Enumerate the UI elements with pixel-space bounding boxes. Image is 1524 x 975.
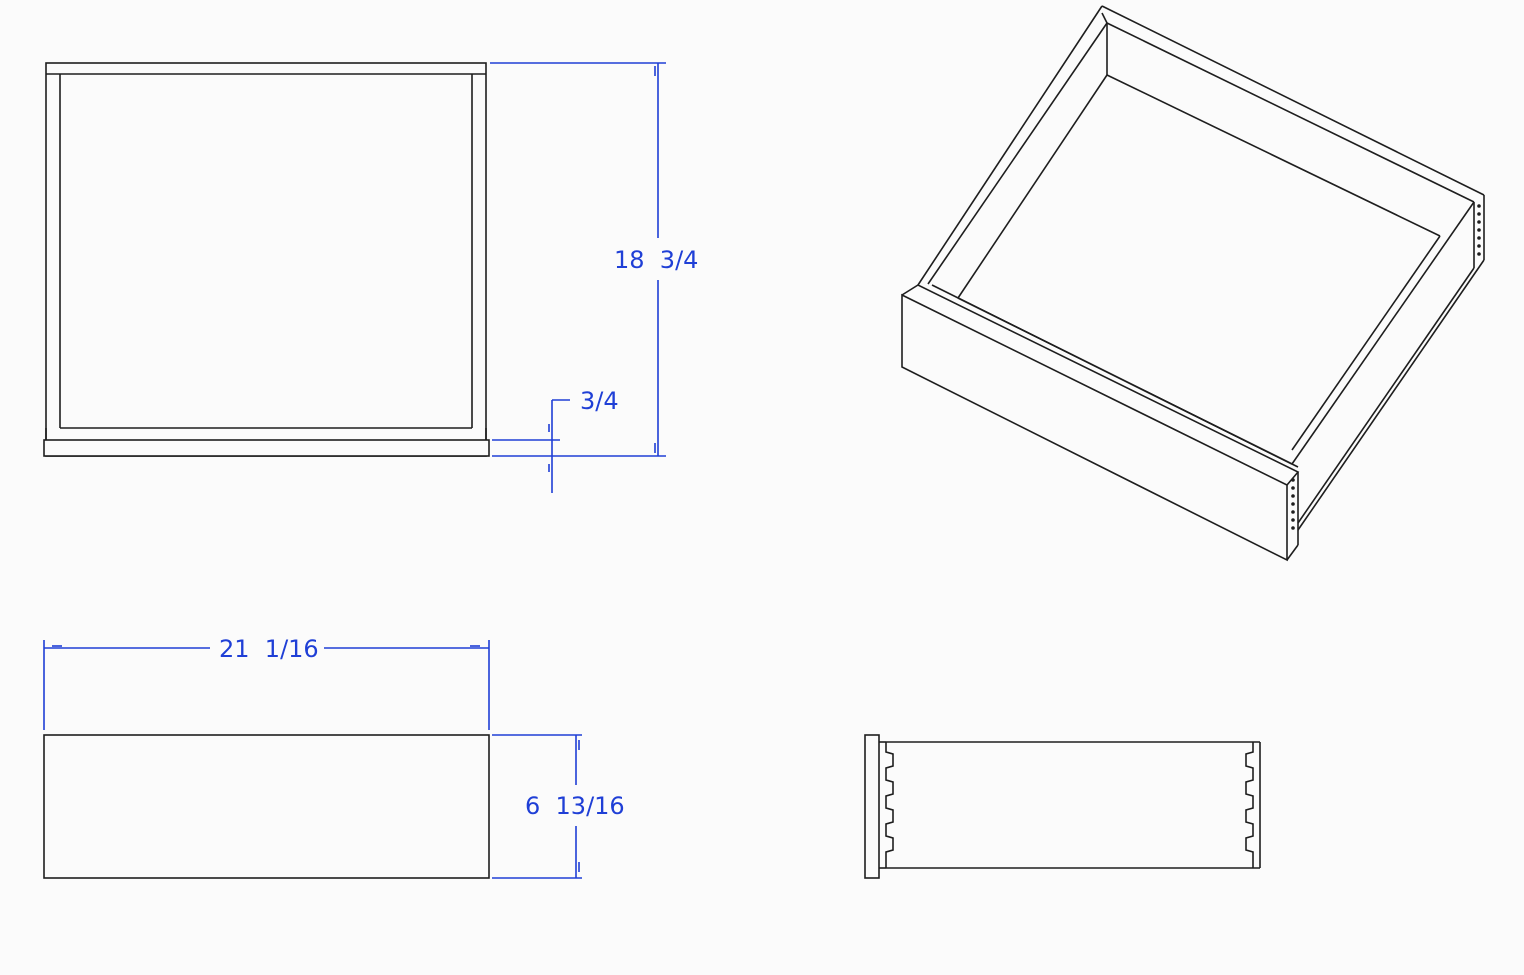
side-view bbox=[864, 734, 1261, 879]
top-view bbox=[43, 62, 490, 457]
width-dimension: 21 1/16 bbox=[43, 635, 490, 730]
side-view-left-dovetail bbox=[885, 742, 894, 868]
iso-back-top bbox=[1101, 5, 1485, 196]
front-thickness-label: 3/4 bbox=[580, 387, 619, 415]
depth-dimension: 18 3/4 bbox=[490, 62, 698, 457]
front-thickness-dimension: 3/4 bbox=[492, 387, 619, 493]
top-view-front-panel bbox=[43, 439, 490, 457]
isometric-view bbox=[901, 5, 1485, 562]
depth-dimension-label: 18 3/4 bbox=[614, 246, 698, 274]
height-dimension: 6 13/16 bbox=[492, 734, 625, 879]
height-dimension-label: 6 13/16 bbox=[525, 792, 625, 820]
front-view bbox=[43, 734, 490, 879]
iso-dovetails bbox=[1291, 204, 1481, 530]
iso-front-face bbox=[901, 293, 1288, 562]
side-view-front-edge bbox=[864, 734, 880, 879]
top-view-outer bbox=[45, 62, 487, 457]
side-view-right-dovetail bbox=[1245, 742, 1254, 868]
front-view-panel bbox=[43, 734, 490, 879]
width-dimension-label: 21 1/16 bbox=[219, 635, 319, 663]
